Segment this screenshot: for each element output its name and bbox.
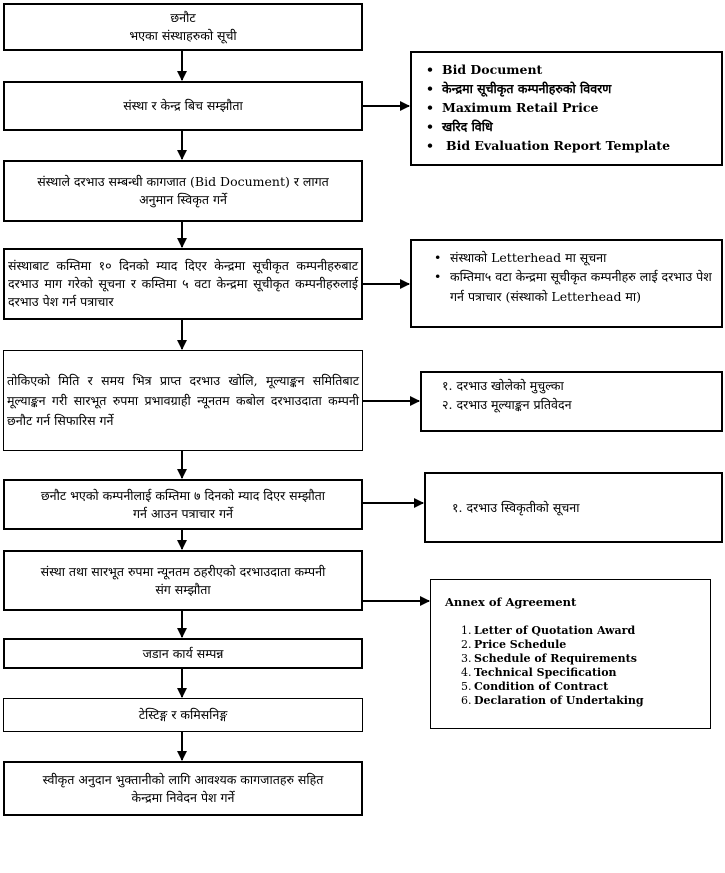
step-1-line-1: छनौट [170,10,196,25]
step-bid-evaluation: तोकिएको मिति र समय भित्र प्राप्त दरभाउ ख… [3,350,363,451]
acceptance-item: १. दरभाउ स्विकृतीको सूचना [452,500,580,515]
notices-item: संस्थाको Letterhead मा सूचना [434,248,715,267]
step-2-text: संस्था र केन्द्र बिच सम्झौता [123,98,243,113]
annex-item-num: 4. [461,666,472,679]
annex-item-text: Technical Specification [474,666,617,679]
annex-item: 4.Technical Specification [461,666,710,680]
annex-item-text: Letter of Quotation Award [474,624,636,637]
step-1-line-2: भएका संस्थाहरुको सूची [129,28,237,43]
step-invite-selected-company: छनौट भएको कम्पनीलाई कम्तिमा ७ दिनको म्या… [3,479,363,530]
step-6-line-1: छनौट भएको कम्पनीलाई कम्तिमा ७ दिनको म्या… [40,487,326,503]
annex-item: 1.Letter of Quotation Award [461,624,710,638]
step-agreement-with-company: संस्था तथा सारभूत रुपमा न्यूनतम ठहरीएको … [3,550,363,611]
annex-item-text: Price Schedule [474,638,567,651]
annex-item-text: Schedule of Requirements [474,652,637,665]
step-approve-bid-document: संस्थाले दरभाउ सम्बन्धी कागजात (Bid Docu… [3,160,363,222]
annex-item-text: Condition of Contract [474,680,609,693]
evaluation-item: १. दरभाउ खोलेको मुचुल्का [442,378,564,393]
step-7-line-2: संग सम्झौता [155,581,211,597]
acceptance-box: १. दरभाउ स्विकृतीको सूचना [424,472,723,543]
annex-item-num: 2. [461,638,472,651]
annex-item-num: 1. [461,624,472,637]
annex-item-num: 6. [461,694,472,707]
annex-item: 2.Price Schedule [461,638,710,652]
notices-box: संस्थाको Letterhead मा सूचना कम्तिमा५ वट… [410,239,723,328]
evaluation-item: २. दरभाउ मूल्याङ्कन प्रतिवेदन [442,397,572,412]
annex-item-num: 3. [461,652,472,665]
step-4-text: संस्थाबाट कम्तिमा १० दिनको म्याद दिएर के… [8,258,358,309]
documents-item: Bid Document [426,60,715,79]
annex-title: Annex of Agreement [445,595,577,609]
step-10-line-2: केन्द्रमा निवेदन पेश गर्ने [131,789,235,805]
step-3-line-2: अनुमान स्विकृत गर्ने [139,192,227,207]
annex-item: 3.Schedule of Requirements [461,652,710,666]
step-7-line-1: संस्था तथा सारभूत रुपमा न्यूनतम ठहरीएको … [40,563,326,579]
documents-item: केन्द्रमा सूचीकृत कम्पनीहरुको विवरण [426,79,715,98]
step-bid-notice: संस्थाबाट कम्तिमा १० दिनको म्याद दिएर के… [3,248,363,320]
step-testing-commissioning: टेस्टिङ्ग र कमिसनिङ्ग [3,698,363,732]
step-8-text: जडान कार्य सम्पन्न [142,645,224,661]
annex-item: 6.Declaration of Undertaking [461,694,710,708]
annex-item-num: 5. [461,680,472,693]
evaluation-box: १. दरभाउ खोलेको मुचुल्का २. दरभाउ मूल्या… [420,371,723,432]
step-installation-complete: जडान कार्य सम्पन्न [3,638,363,669]
step-6-line-2: गर्न आउन पत्राचार गर्ने [133,505,233,521]
documents-item: Bid Evaluation Report Template [426,136,715,155]
annex-box: Annex of Agreement 1.Letter of Quotation… [430,579,711,729]
step-9-text: टेस्टिङ्ग र कमिसनिङ्ग [138,707,228,722]
documents-item: खरिद विधि [426,117,715,136]
step-3-line-1: संस्थाले दरभाउ सम्बन्धी कागजात (Bid Docu… [37,174,329,189]
notices-item: कम्तिमा५ वटा केन्द्रमा सूचीकृत कम्पनीहरु… [434,267,715,307]
step-10-line-1: स्वीकृत अनुदान भुक्तानीको लागि आवश्यक का… [42,771,324,787]
annex-item-text: Declaration of Undertaking [474,694,644,707]
documents-box: Bid Document केन्द्रमा सूचीकृत कम्पनीहरु… [410,51,723,166]
step-submit-application: स्वीकृत अनुदान भुक्तानीको लागि आवश्यक का… [3,761,363,816]
annex-item: 5.Condition of Contract [461,680,710,694]
step-agreement-organization-center: संस्था र केन्द्र बिच सम्झौता [3,81,363,131]
documents-item: Maximum Retail Price [426,98,715,117]
step-selected-organizations: छनौट भएका संस्थाहरुको सूची [3,3,363,51]
step-5-text: तोकिएको मिति र समय भित्र प्राप्त दरभाउ ख… [7,372,359,428]
